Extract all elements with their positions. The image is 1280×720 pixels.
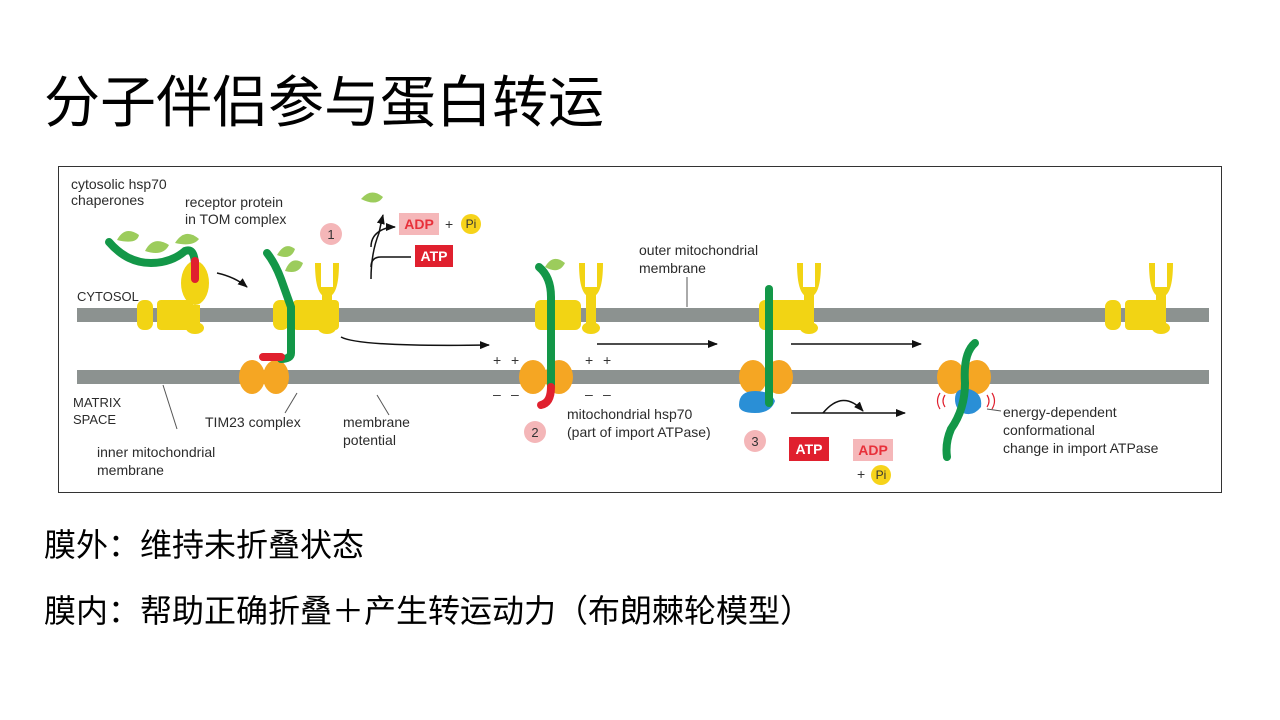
- charge-plus: +: [493, 352, 501, 368]
- cytosolic-hsp70: [117, 231, 199, 253]
- transfer-arrow: [216, 272, 248, 288]
- atp-box: [789, 437, 829, 461]
- charge-minus: –: [493, 386, 501, 402]
- atp-box: [415, 245, 453, 267]
- tim23-complex: [239, 360, 289, 394]
- adp-box: [853, 439, 893, 461]
- label-outer-membrane: outer mitochondrial: [639, 242, 758, 258]
- label-mito-hsp70: mitochondrial hsp70: [567, 406, 693, 422]
- slide-title: 分子伴侣参与蛋白转运: [44, 71, 604, 136]
- atp-in-arrow: [370, 256, 411, 268]
- adp-box: [399, 213, 439, 235]
- label-cytosolic-hsp70: chaperones: [71, 192, 144, 208]
- step-1-marker: [320, 223, 342, 245]
- adp-label: ADP: [858, 442, 888, 458]
- charge-plus: +: [511, 352, 519, 368]
- label-energy-dependent: change in import ATPase: [1003, 440, 1159, 456]
- tim23-complex: [519, 360, 573, 394]
- label-mito-hsp70: (part of import ATPase): [567, 424, 711, 440]
- precursor-chain: [263, 249, 295, 363]
- plus-sign: +: [445, 216, 453, 232]
- atp-label: ATP: [421, 248, 448, 264]
- outer-membrane: [77, 308, 1209, 322]
- pi-label: Pi: [876, 468, 887, 482]
- precursor-chain: [942, 339, 979, 461]
- release-arrow: [370, 214, 385, 280]
- tim23-complex: [937, 360, 991, 394]
- label-membrane-potential: potential: [343, 432, 396, 448]
- precursor-chain: [105, 238, 199, 271]
- label-receptor: receptor protein: [185, 194, 283, 210]
- label-energy-dependent: conformational: [1003, 422, 1095, 438]
- label-tim23: TIM23 complex: [205, 414, 301, 430]
- transition-arrow-1: [340, 336, 490, 350]
- plus-sign: +: [857, 466, 865, 482]
- step-1-label: 1: [327, 227, 334, 242]
- label-outer-membrane: membrane: [639, 260, 706, 276]
- atp-arrow: [370, 223, 396, 248]
- label-membrane-potential: membrane: [343, 414, 410, 430]
- pi-label: Pi: [466, 217, 477, 231]
- vibration-marks: [936, 392, 996, 410]
- cytosolic-hsp70: [545, 258, 565, 271]
- charge-minus: –: [585, 386, 593, 402]
- label-inner-membrane: inner mitochondrial: [97, 444, 215, 460]
- step-2-marker: [524, 421, 546, 443]
- pi-circle: [461, 214, 481, 234]
- label-matrix: SPACE: [73, 412, 116, 427]
- tom-complex: [1105, 263, 1173, 334]
- label-energy-dependent: energy-dependent: [1003, 404, 1117, 420]
- inner-membrane: [77, 370, 1209, 384]
- bullet-outside-membrane: 膜外：维持未折叠状态: [44, 526, 365, 564]
- charge-plus: +: [585, 352, 593, 368]
- adp-label: ADP: [404, 216, 434, 232]
- label-cytosol: CYTOSOL: [77, 289, 139, 304]
- leader-lines: [162, 277, 1002, 430]
- pi-circle: [871, 465, 891, 485]
- label-inner-membrane: membrane: [97, 462, 164, 478]
- atp-label: ATP: [796, 441, 823, 457]
- bullet-inside-membrane: 膜内：帮助正确折叠＋产生转运动力（布朗棘轮模型）: [44, 592, 813, 630]
- label-matrix: MATRIX: [73, 395, 121, 410]
- tom-complex: [535, 263, 603, 334]
- adp-release-arrow: [822, 399, 864, 414]
- protein-import-diagram: 1 ADP + Pi ATP + + + + – – – – 2: [58, 166, 1222, 493]
- cytosolic-hsp70: [277, 246, 303, 272]
- step-2-label: 2: [531, 425, 538, 440]
- step-3-label: 3: [751, 434, 758, 449]
- precursor-chain: [535, 263, 555, 391]
- charge-minus: –: [511, 386, 519, 402]
- signal-sequence: [537, 383, 555, 409]
- step-3-marker: [744, 430, 766, 452]
- tom-complex: [273, 263, 339, 334]
- charge-minus: –: [603, 386, 611, 402]
- charge-plus: +: [603, 352, 611, 368]
- diagram-canvas: 1 ADP + Pi ATP + + + + – – – – 2: [71, 176, 1209, 485]
- label-cytosolic-hsp70: cytosolic hsp70: [71, 176, 167, 192]
- released-hsp70: [361, 192, 383, 203]
- label-receptor: in TOM complex: [185, 211, 286, 227]
